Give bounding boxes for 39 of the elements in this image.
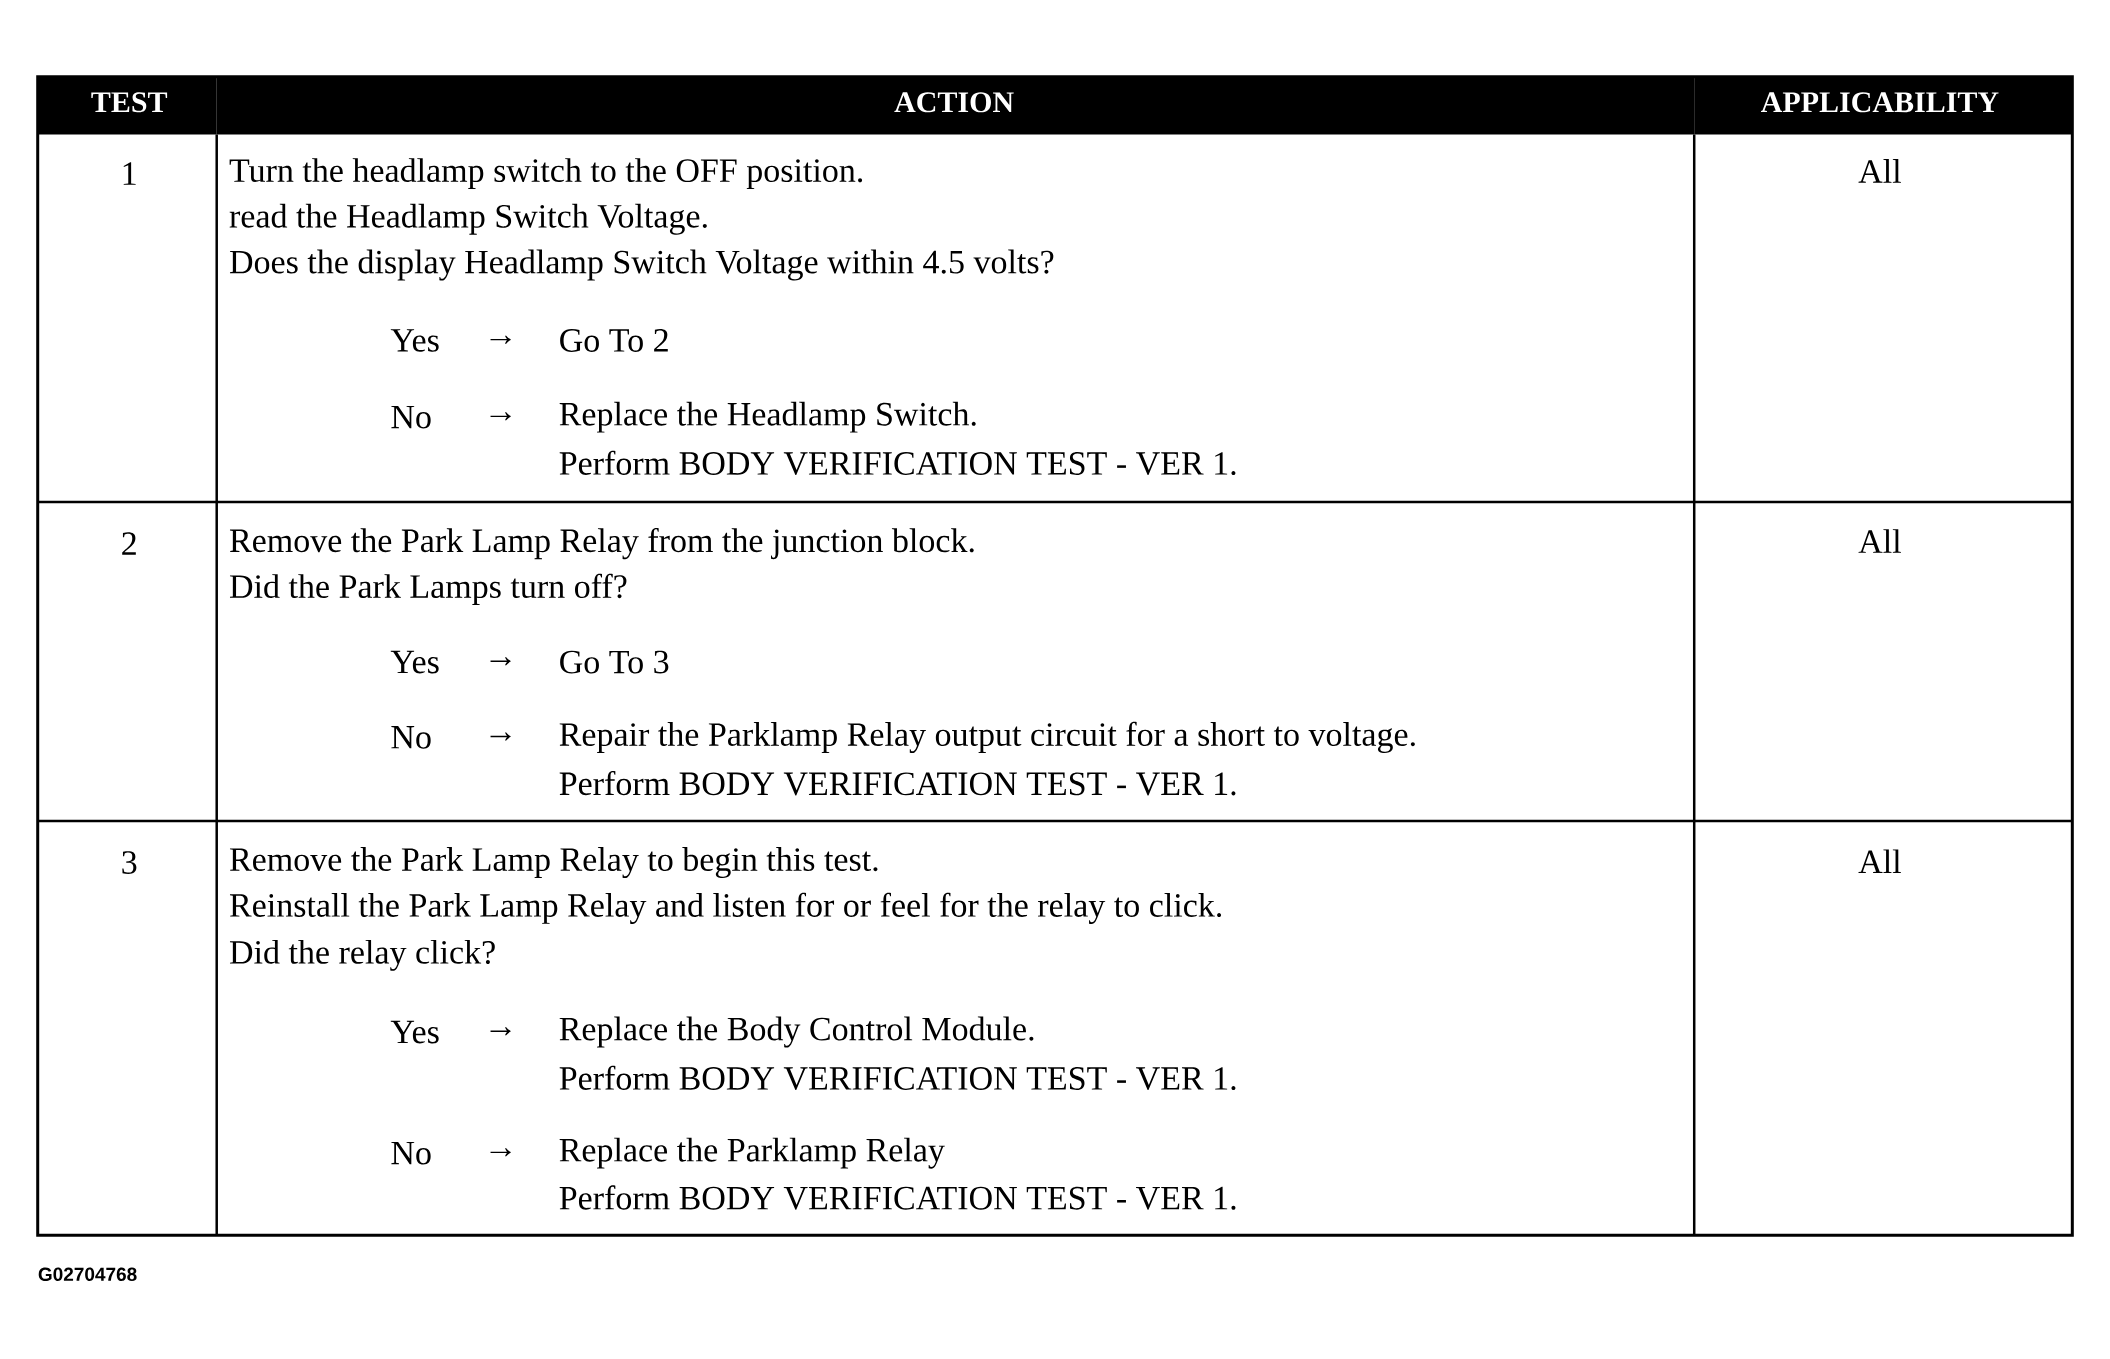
column-header: APPLICABILITY: [1694, 76, 2073, 135]
answer-text: Yes: [390, 329, 439, 352]
arrow-symbol: →: [490, 1027, 511, 1036]
action-text: Reinstall the Park Lamp Relay and listen for or feel for the relay to click.: [230, 892, 1222, 924]
applicability-text: All: [1858, 529, 1901, 553]
column-header: TEST: [37, 76, 217, 135]
answer-text: No: [391, 1141, 431, 1165]
test-number: 2: [122, 532, 136, 555]
arrow-symbol: →: [490, 412, 511, 421]
arrow-symbol: →: [490, 335, 511, 344]
test-number: 3: [122, 851, 137, 874]
answer-text: No: [391, 405, 431, 429]
arrow-symbol: →: [490, 657, 511, 666]
action-text: Perform BODY VERIFICATION TEST - VER 1.: [559, 1185, 1236, 1210]
test-number: 1: [123, 162, 136, 185]
action-text: Go To 2: [560, 329, 668, 352]
figure-id: G02704768: [38, 1267, 137, 1281]
action-text: Perform BODY VERIFICATION TEST - VER 1.: [559, 1065, 1236, 1091]
action-text: Did the relay click?: [230, 939, 495, 971]
action-text: Go To 3: [560, 650, 669, 674]
answer-text: No: [391, 726, 431, 749]
action-text: Did the Park Lamps turn off?: [230, 573, 627, 605]
action-text: Repair the Parklamp Relay output circuit for a short to voltage.: [559, 721, 1415, 753]
action-text: Perform BODY VERIFICATION TEST - VER 1.: [559, 770, 1236, 796]
action-text: Remove the Park Lamp Relay to begin this test.: [230, 847, 878, 879]
answer-text: Yes: [390, 1020, 439, 1044]
action-text: Replace the Headlamp Switch.: [559, 401, 976, 433]
applicability-text: All: [1858, 849, 1901, 873]
action-text: Does the display Headlamp Switch Voltage within 4.5 volts?: [230, 249, 1054, 281]
action-text: Replace the Parklamp Relay: [559, 1137, 945, 1169]
action-text: read the Headlamp Switch Voltage.: [229, 203, 707, 235]
arrow-symbol: →: [490, 732, 511, 741]
answer-text: Yes: [390, 650, 439, 674]
action-text: Turn the headlamp switch to the OFF position.: [229, 158, 863, 189]
arrow-symbol: →: [490, 1148, 511, 1157]
applicability-text: All: [1858, 159, 1901, 183]
action-text: Remove the Park Lamp Relay from the junction block.: [230, 527, 974, 560]
action-text: Perform BODY VERIFICATION TEST - VER 1.: [559, 450, 1236, 476]
action-text: Replace the Body Control Module.: [559, 1016, 1034, 1048]
